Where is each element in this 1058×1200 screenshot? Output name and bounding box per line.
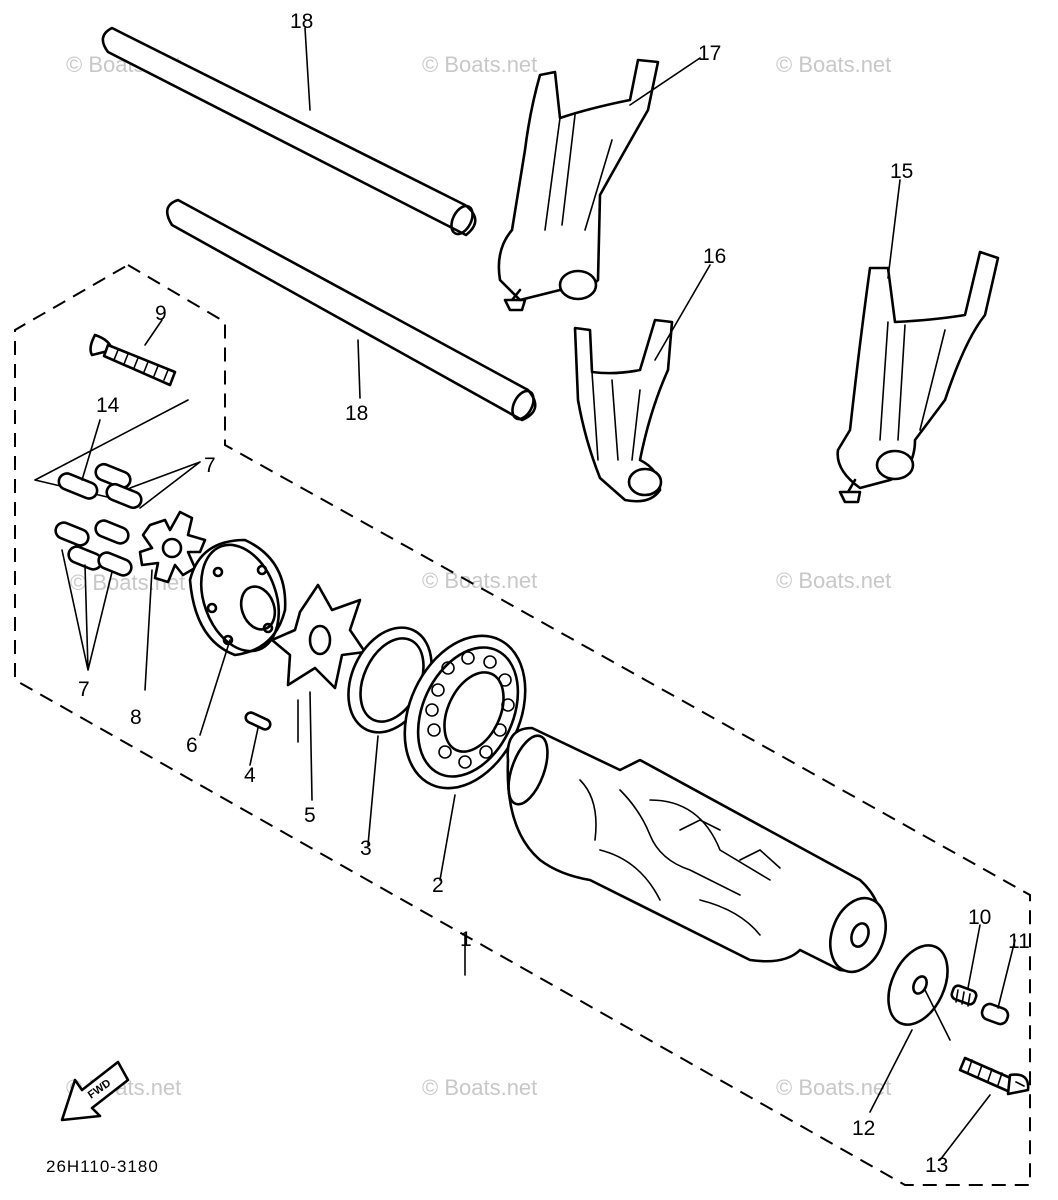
- callout-9: 9: [155, 302, 167, 325]
- callout-16: 16: [703, 245, 726, 268]
- pin-4: [244, 711, 272, 731]
- callout-7: 7: [78, 678, 90, 701]
- callout-4: 4: [244, 764, 256, 787]
- star-plate-5: [270, 583, 367, 690]
- callout-18: 18: [345, 402, 368, 425]
- assembly-boundary: [14, 263, 1031, 1186]
- shift-drum-1: [506, 726, 887, 974]
- callout-17: 17: [698, 42, 721, 65]
- watermark: © Boats.net: [422, 52, 537, 77]
- leader-7-lower: [61, 549, 113, 671]
- callouts: 18 17 15 16 18 9 14 7 7 8 6 4 5 3 2 1 10…: [78, 10, 1030, 1177]
- callout-11: 11: [1008, 930, 1030, 953]
- shift-fork-17: [497, 58, 660, 312]
- callout-8: 8: [130, 706, 142, 729]
- callout-7: 7: [204, 454, 216, 477]
- callout-15: 15: [890, 160, 913, 183]
- shift-fork-16: [573, 318, 674, 503]
- screw-13: [958, 1056, 1030, 1096]
- plunger-11: [980, 1002, 1010, 1026]
- watermark: © Boats.net: [776, 1075, 891, 1100]
- screw-9: [89, 333, 177, 387]
- watermark: © Boats.net: [776, 568, 891, 593]
- callout-3: 3: [360, 837, 372, 860]
- segment-8: [138, 510, 207, 584]
- fwd-arrow-icon: FWD: [60, 1060, 130, 1122]
- shift-cam-6: [188, 538, 287, 657]
- shift-fork-15: [836, 250, 1000, 504]
- watermark: © Boats.net: [422, 1075, 537, 1100]
- callout-2: 2: [432, 874, 444, 897]
- shift-fork-shaft-upper: [101, 26, 477, 237]
- watermark: © Boats.net: [422, 568, 537, 593]
- callout-10: 10: [968, 906, 991, 929]
- dowel-pins: [54, 462, 143, 577]
- callout-13: 13: [925, 1154, 948, 1177]
- callout-6: 6: [186, 734, 198, 757]
- callout-12: 12: [852, 1117, 875, 1140]
- washer-12: [887, 944, 949, 1026]
- callout-14: 14: [96, 394, 120, 417]
- callout-1: 1: [460, 928, 472, 951]
- shift-fork-shaft-lower: [165, 198, 537, 422]
- callout-18: 18: [290, 10, 313, 33]
- watermark: © Boats.net: [776, 52, 891, 77]
- leader-7-upper: [129, 461, 201, 509]
- diagram-code: 26H110-3180: [46, 1157, 159, 1176]
- spring-10: [950, 984, 978, 1007]
- callout-5: 5: [304, 804, 316, 827]
- leader-lines: [81, 27, 1016, 1161]
